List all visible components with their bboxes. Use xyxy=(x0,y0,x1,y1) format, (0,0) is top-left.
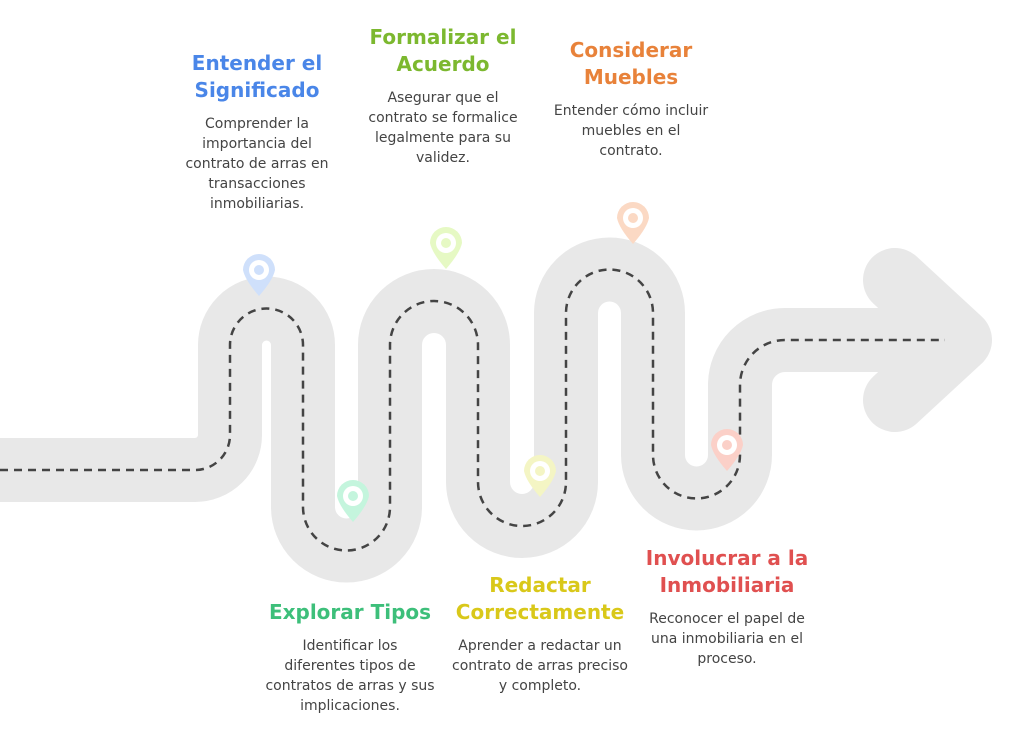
step-description: Asegurar que el contrato se formalice le… xyxy=(368,90,518,166)
step-involucrar: Involucrar a la Inmobiliaria Reconocer e… xyxy=(645,545,810,669)
map-pin-icon xyxy=(711,429,743,471)
step-description: Comprender la importancia del contrato d… xyxy=(185,116,329,212)
step-redactar: Redactar Correctamente Aprender a redact… xyxy=(450,572,630,696)
step-explorar: Explorar Tipos Identificar los diferente… xyxy=(265,599,435,716)
step-description: Reconocer el papel de una inmobiliaria e… xyxy=(649,611,805,667)
road-center-dashes xyxy=(0,268,945,552)
step-title: Involucrar a la Inmobiliaria xyxy=(645,546,809,597)
step-title: Considerar Muebles xyxy=(569,38,693,89)
step-title: Formalizar el Acuerdo xyxy=(369,25,517,76)
step-formalizar: Formalizar el Acuerdo Asegurar que el co… xyxy=(358,24,528,168)
step-entender: Entender el Significado Comprender la im… xyxy=(177,50,337,214)
map-pin-icon xyxy=(243,254,275,296)
step-title: Explorar Tipos xyxy=(268,600,432,624)
step-description: Aprender a redactar un contrato de arras… xyxy=(452,638,628,694)
road-surface xyxy=(0,237,982,583)
step-title: Redactar Correctamente xyxy=(455,573,625,624)
step-title: Entender el Significado xyxy=(191,51,323,102)
step-description: Identificar los diferentes tipos de cont… xyxy=(265,638,435,714)
step-considerar: Considerar Muebles Entender cómo incluir… xyxy=(551,37,711,161)
step-description: Entender cómo incluir muebles en el cont… xyxy=(553,103,709,159)
road-arrowhead xyxy=(863,248,992,432)
map-pin-icon xyxy=(430,227,462,269)
map-pin-icon xyxy=(524,455,556,497)
map-pin-icon xyxy=(337,480,369,522)
map-pin-icon xyxy=(617,202,649,244)
